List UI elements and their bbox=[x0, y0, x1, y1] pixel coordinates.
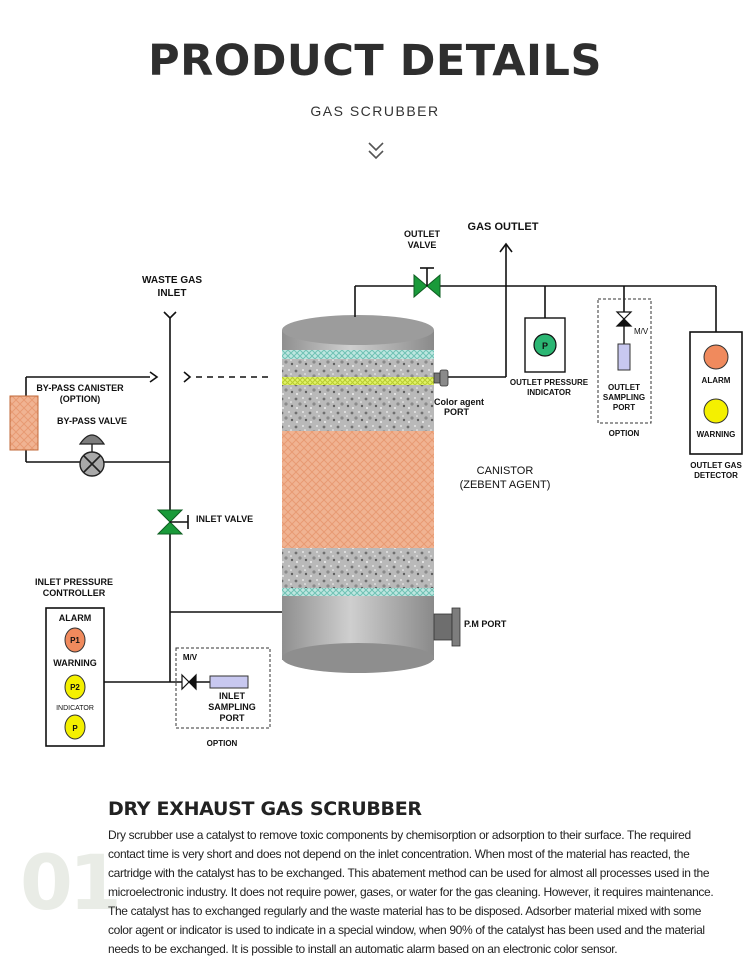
pm-port-label: P.M PORT bbox=[464, 619, 507, 629]
section-body: Dry scrubber use a catalyst to remove to… bbox=[108, 828, 714, 956]
inlet-mv-label: M/V bbox=[183, 653, 198, 662]
outlet-pressure-indicator: P bbox=[524, 317, 566, 373]
detector-warning-label: WARNING bbox=[697, 430, 736, 439]
ipc-warning-label: WARNING bbox=[53, 658, 97, 668]
bypass-valve-label: BY-PASS VALVE bbox=[57, 416, 127, 426]
opi-label-2: INDICATOR bbox=[527, 388, 571, 397]
bypass-canister-icon bbox=[9, 395, 39, 451]
outlet-gas-detector-label-2: DETECTOR bbox=[694, 471, 738, 480]
outlet-option-label: OPTION bbox=[609, 429, 640, 438]
outlet-sampling-label-2: SAMPLING bbox=[603, 393, 645, 402]
gas-scrubber-diagram: P GAS OUTLET OUTLET VALVE WASTE GAS INLE… bbox=[9, 221, 743, 748]
page-subtitle: GAS SCRUBBER bbox=[310, 103, 440, 119]
outlet-sampling-option bbox=[597, 298, 652, 424]
ipc-p-label: P bbox=[72, 724, 78, 733]
inlet-valve-label: INLET VALVE bbox=[196, 514, 253, 524]
inlet-option-label: OPTION bbox=[207, 739, 238, 748]
bypass-canister-label-1: BY-PASS CANISTER bbox=[36, 383, 124, 393]
outlet-valve-label-1: OUTLET bbox=[404, 229, 440, 239]
ipc-alarm-label: ALARM bbox=[59, 613, 92, 623]
canister-label-1: CANISTOR bbox=[477, 465, 534, 477]
color-agent-port-label-2: PORT bbox=[444, 407, 470, 417]
opi-label-1: OUTLET PRESSURE bbox=[510, 378, 589, 387]
double-chevron-down-icon bbox=[368, 142, 384, 160]
ipc-indicator-label: INDICATOR bbox=[56, 705, 94, 712]
inlet-sampling-label-3: PORT bbox=[219, 713, 245, 723]
gas-outlet-label: GAS OUTLET bbox=[468, 221, 539, 233]
detector-alarm-label: ALARM bbox=[702, 376, 731, 385]
waste-gas-inlet-label-2: INLET bbox=[158, 288, 187, 299]
outlet-gas-detector-label-1: OUTLET GAS bbox=[690, 461, 742, 470]
outlet-gas-detector bbox=[689, 331, 743, 455]
outlet-valve-label-2: VALVE bbox=[408, 240, 437, 250]
section-title: DRY EXHAUST GAS SCRUBBER bbox=[108, 798, 422, 820]
outlet-valve-icon bbox=[413, 267, 441, 299]
outlet-sampling-label-3: PORT bbox=[613, 403, 635, 412]
color-agent-port-icon bbox=[433, 369, 449, 387]
inlet-pressure-controller-label-1: INLET PRESSURE bbox=[35, 577, 113, 587]
opi-p-label: P bbox=[542, 341, 548, 351]
bypass-canister-label-2: (OPTION) bbox=[60, 394, 101, 404]
outlet-mv-label: M/V bbox=[634, 327, 649, 336]
inlet-pressure-controller-label-2: CONTROLLER bbox=[43, 588, 106, 598]
ipc-p1-label: P1 bbox=[70, 636, 80, 645]
canister-vessel bbox=[282, 315, 434, 673]
page-title: PRODUCT DETAILS bbox=[148, 36, 602, 86]
color-agent-port-label-1: Color agent bbox=[434, 397, 484, 407]
pm-port-icon bbox=[433, 607, 461, 647]
waste-gas-inlet-label-1: WASTE GAS bbox=[142, 275, 202, 286]
inlet-sampling-label-1: INLET bbox=[219, 691, 246, 701]
inlet-pressure-controller bbox=[45, 607, 105, 747]
bypass-valve-icon bbox=[78, 434, 106, 477]
ipc-p2-label: P2 bbox=[70, 683, 80, 692]
outlet-sampling-label-1: OUTLET bbox=[608, 383, 640, 392]
canister-label-2: (ZEBENT AGENT) bbox=[460, 479, 551, 491]
section-number: 01 bbox=[20, 838, 122, 927]
inlet-sampling-label-2: SAMPLING bbox=[208, 702, 256, 712]
inlet-sampling-option bbox=[175, 647, 271, 729]
inlet-valve-icon bbox=[156, 509, 189, 535]
